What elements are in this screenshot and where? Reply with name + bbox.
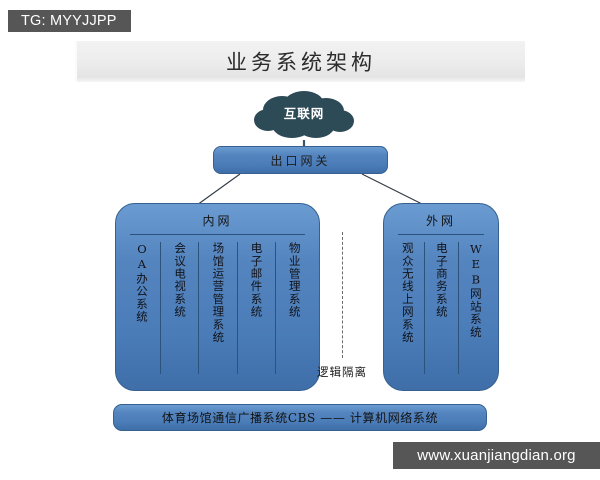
zone-extranet[interactable]: 外网 WEB网站系统 电子商务系统 观众无线上网系统 [383,203,499,391]
gateway-label: 出口网关 [270,153,331,168]
system-label: WEB网站系统 [468,242,483,339]
system-column[interactable]: 场馆运营管理系统 [198,240,236,380]
system-label: 会议电视系统 [173,242,188,319]
system-column[interactable]: 观众无线上网系统 [390,240,424,380]
connector-gateway-extranet [361,173,425,206]
connector-gateway-intranet [196,173,241,206]
system-label: 场馆运营管理系统 [211,242,226,344]
zone-extranet-title: 外网 [425,214,456,228]
cloud-icon [254,91,354,138]
title-band: 业务系统架构 [75,41,525,82]
cloud-label: 互联网 [283,106,325,121]
system-column[interactable]: 物业管理系统 [274,240,313,380]
system-label: 观众无线上网系统 [400,242,415,344]
zone-extranet-systems: WEB网站系统 电子商务系统 观众无线上网系统 [390,240,492,380]
gateway-box[interactable]: 出口网关 [213,146,388,174]
internet-cloud: 互联网 [252,90,356,142]
page-title: 业务系统架构 [226,49,376,74]
system-label: 电子邮件系统 [249,242,264,319]
system-label: 电子商务系统 [434,242,449,319]
isolation-label: 逻辑隔离 [317,365,367,379]
system-column[interactable]: 电子商务系统 [424,240,458,380]
tg-watermark-badge: TG: MYYJJPP [8,10,131,32]
system-column[interactable]: 电子邮件系统 [236,240,275,380]
zone-intranet[interactable]: 内网 物业管理系统 电子邮件系统 场馆运营管理系统 会议电视系统 OA办公系统 [115,203,320,391]
system-label: 物业管理系统 [287,242,302,319]
system-column[interactable]: 会议电视系统 [160,240,198,380]
site-watermark-badge: www.xuanjiangdian.org [393,442,600,469]
zone-intranet-divider [130,234,305,235]
isolation-dashed-line [342,232,343,358]
system-label: OA办公系统 [134,242,149,324]
system-column[interactable]: OA办公系统 [122,240,160,380]
zone-extranet-divider [398,234,484,235]
system-column[interactable]: WEB网站系统 [458,240,492,380]
zone-intranet-title: 内网 [202,214,233,228]
bottom-bar[interactable]: 体育场馆通信广播系统CBS —— 计算机网络系统 [113,404,487,431]
zone-intranet-systems: 物业管理系统 电子邮件系统 场馆运营管理系统 会议电视系统 OA办公系统 [122,240,313,380]
bottom-bar-label: 体育场馆通信广播系统CBS —— 计算机网络系统 [161,411,439,425]
